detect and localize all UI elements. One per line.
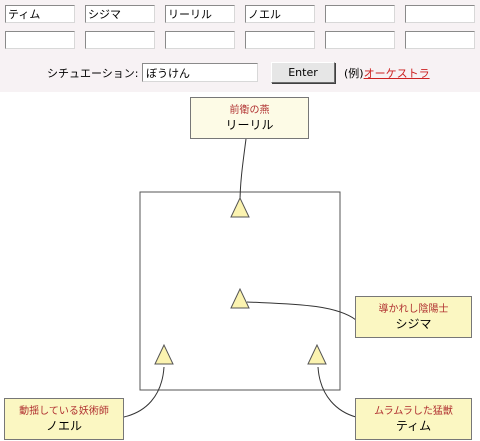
- character-card-front: 前衛の燕 リーリル: [190, 97, 309, 139]
- situation-label: シチュエーション:: [47, 67, 139, 80]
- name-input-2-4[interactable]: [245, 31, 315, 49]
- character-name: ノエル: [45, 419, 82, 433]
- name-input-1-3[interactable]: [165, 5, 235, 23]
- example-prefix: (例): [344, 67, 364, 80]
- name-input-2-2[interactable]: [85, 31, 155, 49]
- example-link[interactable]: オーケストラ: [363, 67, 430, 80]
- connector-right: [317, 366, 357, 418]
- connector-center: [246, 301, 357, 321]
- position-marker-right[interactable]: [307, 343, 327, 365]
- name-input-1-4[interactable]: [245, 5, 315, 23]
- character-card-right: ムラムラした猛獣 ティム: [355, 398, 472, 440]
- situation-input[interactable]: [142, 63, 258, 82]
- enter-button[interactable]: Enter: [271, 62, 335, 83]
- character-card-left: 動揺している妖術師 ノエル: [4, 398, 124, 440]
- position-marker-front[interactable]: [230, 196, 250, 218]
- formation-svg: [123, 138, 357, 418]
- character-role: 前衛の燕: [229, 105, 270, 116]
- name-input-1-6[interactable]: [405, 5, 475, 23]
- character-role: 導かれし陰陽士: [378, 304, 449, 315]
- party-input-panel: シチュエーション: Enter (例)オーケストラ: [0, 0, 480, 92]
- example-hint: (例)オーケストラ: [344, 65, 430, 81]
- connector-left: [123, 366, 165, 418]
- name-input-1-5[interactable]: [325, 5, 395, 23]
- character-name: シジマ: [395, 317, 432, 331]
- character-role: 動揺している妖術師: [19, 406, 109, 417]
- name-input-1-2[interactable]: [85, 5, 155, 23]
- character-name: ティム: [395, 419, 432, 433]
- name-input-2-1[interactable]: [5, 31, 75, 49]
- character-card-center: 導かれし陰陽士 シジマ: [355, 296, 472, 338]
- name-input-2-3[interactable]: [165, 31, 235, 49]
- name-input-2-6[interactable]: [405, 31, 475, 49]
- character-role: ムラムラした猛獣: [374, 406, 453, 417]
- name-input-2-5[interactable]: [325, 31, 395, 49]
- character-name: リーリル: [225, 118, 274, 132]
- position-marker-center[interactable]: [230, 287, 250, 309]
- name-input-1-1[interactable]: [5, 5, 75, 23]
- position-marker-left[interactable]: [154, 343, 174, 365]
